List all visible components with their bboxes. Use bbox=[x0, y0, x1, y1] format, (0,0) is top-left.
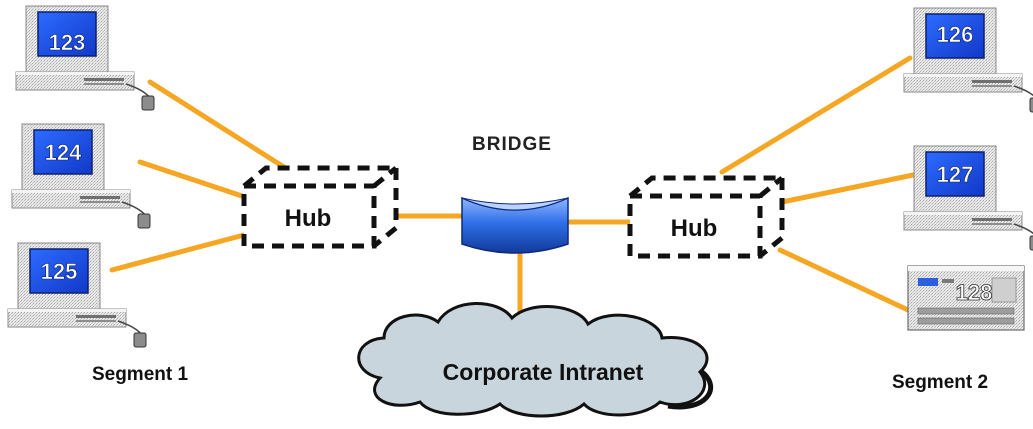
computer-127: 127 bbox=[903, 145, 1033, 251]
computer-126-label: 126 bbox=[937, 22, 974, 47]
hub-right: Hub bbox=[630, 178, 782, 256]
computer-128-label: 128 bbox=[956, 280, 993, 305]
server-128: 128 bbox=[907, 265, 1025, 331]
bridge-label: BRIDGE bbox=[472, 134, 552, 155]
server-icon bbox=[907, 265, 1025, 331]
cloud-icon bbox=[357, 302, 714, 418]
link-hub-128 bbox=[777, 247, 911, 313]
link-125-hub bbox=[109, 232, 247, 273]
desktop-computer-icon bbox=[15, 5, 155, 111]
computer-125: 125 bbox=[7, 242, 147, 348]
link-124-hub bbox=[137, 159, 251, 201]
bridge-icon bbox=[461, 196, 569, 254]
computer-125-label: 125 bbox=[41, 259, 78, 284]
segment-2-label: Segment 2 bbox=[892, 372, 988, 393]
computer-124: 124 bbox=[11, 123, 151, 229]
hub-right-label: Hub bbox=[671, 215, 718, 242]
computer-127-label: 127 bbox=[937, 162, 974, 187]
computer-124-label: 124 bbox=[45, 140, 82, 165]
computer-123-label: 123 bbox=[49, 30, 86, 55]
cloud-label: Corporate Intranet bbox=[443, 359, 644, 385]
link-123-hub bbox=[147, 79, 301, 179]
network-links bbox=[109, 55, 921, 329]
link-hub-127 bbox=[779, 171, 921, 205]
hub-left: Hub bbox=[244, 168, 396, 246]
computer-123: 123 bbox=[15, 5, 155, 111]
segment-1-label: Segment 1 bbox=[92, 364, 189, 385]
link-hub-126 bbox=[719, 55, 913, 175]
bridge: BRIDGE bbox=[461, 134, 569, 254]
computer-126: 126 bbox=[903, 7, 1033, 113]
hub-left-label: Hub bbox=[285, 205, 332, 232]
corporate-intranet: Corporate Intranet bbox=[357, 302, 714, 418]
